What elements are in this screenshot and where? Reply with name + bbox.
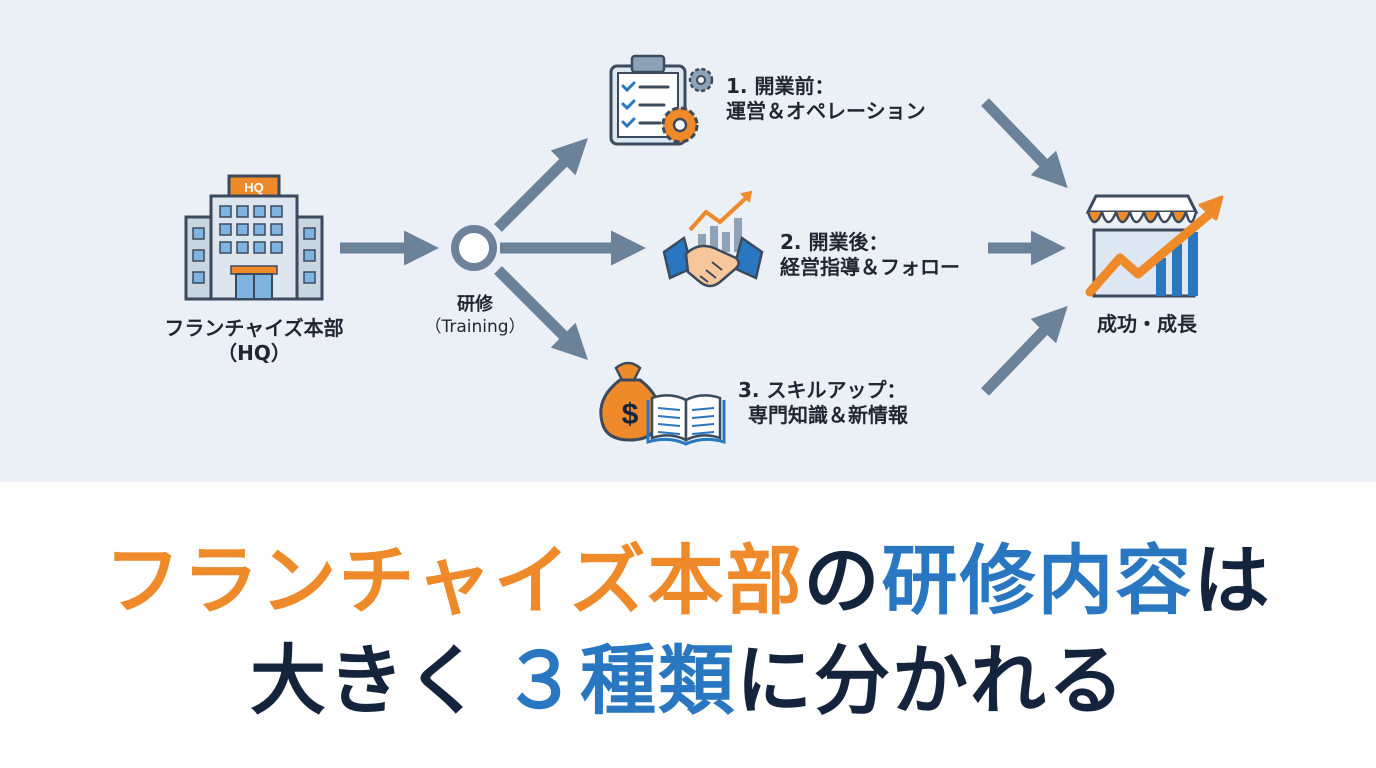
step3-title: 3. スキルアップ：	[738, 378, 907, 402]
svg-text:$: $	[622, 398, 639, 431]
arrow-step1-to-outcome	[981, 98, 1068, 189]
step1-title: 1. 開業前：	[726, 74, 835, 98]
headline-wa: は	[1193, 536, 1272, 625]
storefront-growth-icon	[1085, 194, 1224, 298]
outcome-label: 成功・成長	[1097, 312, 1197, 336]
hq-label-line1: フランチャイズ本部	[164, 316, 344, 340]
step3-label: 3. スキルアップ： 専門知識＆新情報	[738, 378, 908, 428]
clipboard-gear-icon	[609, 54, 714, 146]
step2-desc: 経営指導＆フォロー	[780, 255, 960, 279]
hub-label-line2: （Training）	[424, 316, 526, 337]
headline-broadly: 大きく	[250, 636, 484, 725]
hub-label-line1: 研修	[457, 294, 493, 315]
headline-line1: フランチャイズ本部の研修内容は	[0, 543, 1376, 619]
step2-title: 2. 開業後：	[780, 230, 889, 254]
step1-label: 1. 開業前： 運営＆オペレーション	[726, 74, 926, 124]
step3-desc: 専門知識＆新情報	[748, 403, 908, 427]
hq-label-line2: （HQ）	[217, 341, 291, 365]
arrow-step3-to-outcome	[981, 305, 1068, 396]
flow-diagram: HQ	[184, 54, 1224, 446]
headline-hq: フランチャイズ本部	[104, 536, 804, 625]
step1-desc: 運営＆オペレーション	[726, 99, 926, 123]
arrow-hub-to-step1	[494, 138, 588, 232]
hq-label: フランチャイズ本部 （HQ）	[164, 316, 343, 366]
headline-no: の	[803, 536, 882, 625]
training-hub-icon	[451, 225, 497, 271]
headline-three-types: ３種類	[502, 636, 736, 725]
moneybag-book-icon: $	[599, 361, 726, 446]
arrow-hub-to-step3	[494, 266, 588, 360]
headline-panel	[0, 482, 1376, 768]
handshake-growth-icon	[662, 190, 764, 288]
hub-label: 研修 （Training）	[424, 294, 525, 338]
headline-divided: に分かれる	[736, 636, 1126, 725]
headline-training-content: 研修内容	[881, 536, 1194, 625]
hq-badge: HQ	[244, 180, 264, 195]
step2-label: 2. 開業後： 経営指導＆フォロー	[780, 230, 960, 280]
hq-building-icon: HQ	[184, 174, 324, 301]
